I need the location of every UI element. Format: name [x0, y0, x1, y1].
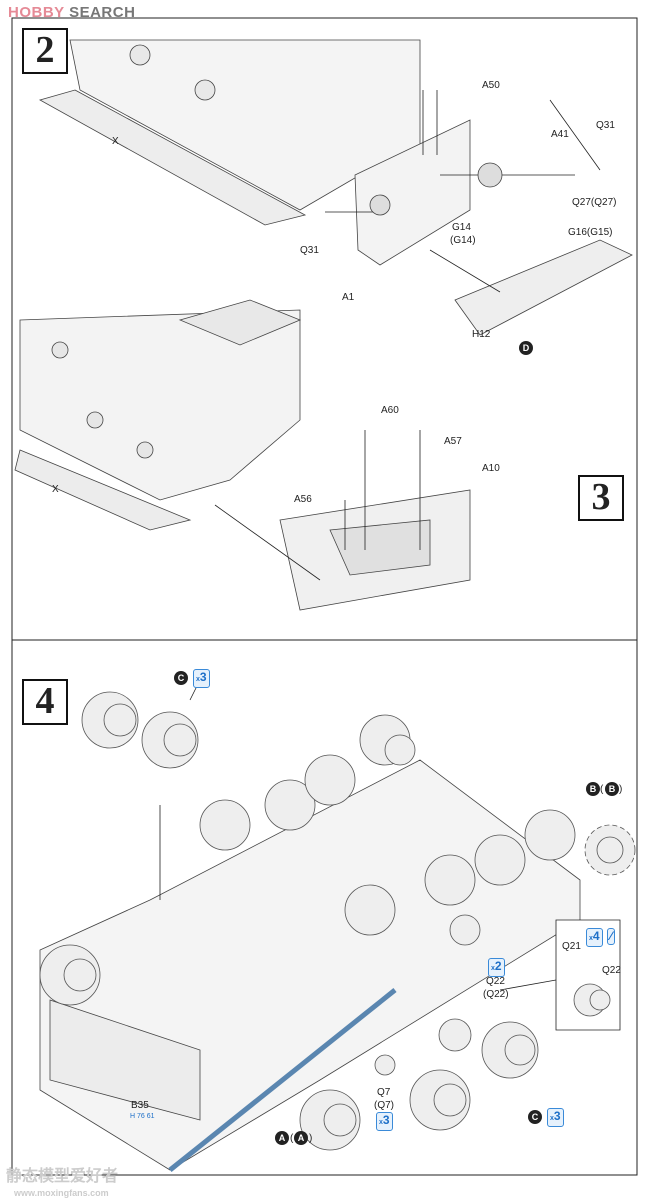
sprue-c-badge-bottom: C — [528, 1110, 542, 1124]
watermark-cn: 静态模型爱好者 — [6, 1168, 119, 1185]
step-number-3: 3 — [578, 475, 624, 521]
part-label-q31-left: Q31 — [300, 245, 319, 256]
part-label-a56: A56 — [294, 494, 312, 505]
part-label-q22: Q22 — [486, 976, 505, 987]
part-label-q21: Q21 — [562, 941, 581, 952]
watermark-url: www.moxingfans.com — [14, 1188, 109, 1198]
step2-hull — [38, 39, 633, 336]
part-label-q7-alt: (Q7) — [374, 1100, 394, 1111]
step-number-2: 2 — [22, 28, 68, 74]
paren-close-a: ) — [309, 1133, 313, 1144]
part-label-a60: A60 — [381, 405, 399, 416]
part-label-b35: B35 — [131, 1100, 149, 1111]
glue-icon: ⁄ — [607, 928, 616, 945]
paren-open-a: ( — [290, 1133, 294, 1144]
part-label-q7: Q7 — [377, 1087, 391, 1098]
sprue-b-badge: B — [586, 782, 600, 796]
part-label-a10: A10 — [482, 463, 500, 474]
hobbysearch-logo: HOBBY SEARCH — [8, 4, 136, 21]
part-label-x-step3: X — [52, 484, 59, 495]
part-label-h12: H12 — [472, 329, 491, 340]
part-label-q27: Q27(Q27) — [572, 197, 617, 208]
b35-reference: H 76 61 — [130, 1113, 155, 1120]
part-label-q22-alt: (Q22) — [483, 989, 509, 1000]
part-label-g14: G14 — [452, 222, 471, 233]
quantity-badge-c-bottom: x3 — [547, 1108, 564, 1127]
sprue-b-alt-badge: B — [605, 782, 619, 796]
sprue-d-badge: D — [519, 341, 533, 355]
sprue-c-badge: C — [174, 671, 188, 685]
step-number-4: 4 — [22, 679, 68, 725]
part-label-a57: A57 — [444, 436, 462, 447]
paren-open: ( — [600, 784, 604, 795]
part-label-a50: A50 — [482, 80, 500, 91]
step3-hull — [14, 299, 471, 611]
step4-chassis — [39, 679, 636, 1172]
part-label-g16: G16(G15) — [568, 227, 613, 238]
sprue-a-alt-badge: A — [294, 1131, 308, 1145]
quantity-badge-inset: x4 — [586, 928, 603, 947]
part-label-g14-alt: (G14) — [450, 235, 476, 246]
quantity-badge-q7: x3 — [376, 1112, 393, 1131]
quantity-badge: x3 — [193, 669, 210, 688]
paren-close: ) — [619, 784, 623, 795]
part-label-q22-inset: Q22 — [602, 965, 621, 976]
quantity-badge-q22: x2 — [488, 958, 505, 977]
part-label-q31: Q31 — [596, 120, 615, 131]
part-label-a1: A1 — [342, 292, 355, 303]
part-label-a41: A41 — [551, 129, 569, 140]
sprue-a-badge: A — [275, 1131, 289, 1145]
part-label-x: X — [112, 136, 119, 147]
